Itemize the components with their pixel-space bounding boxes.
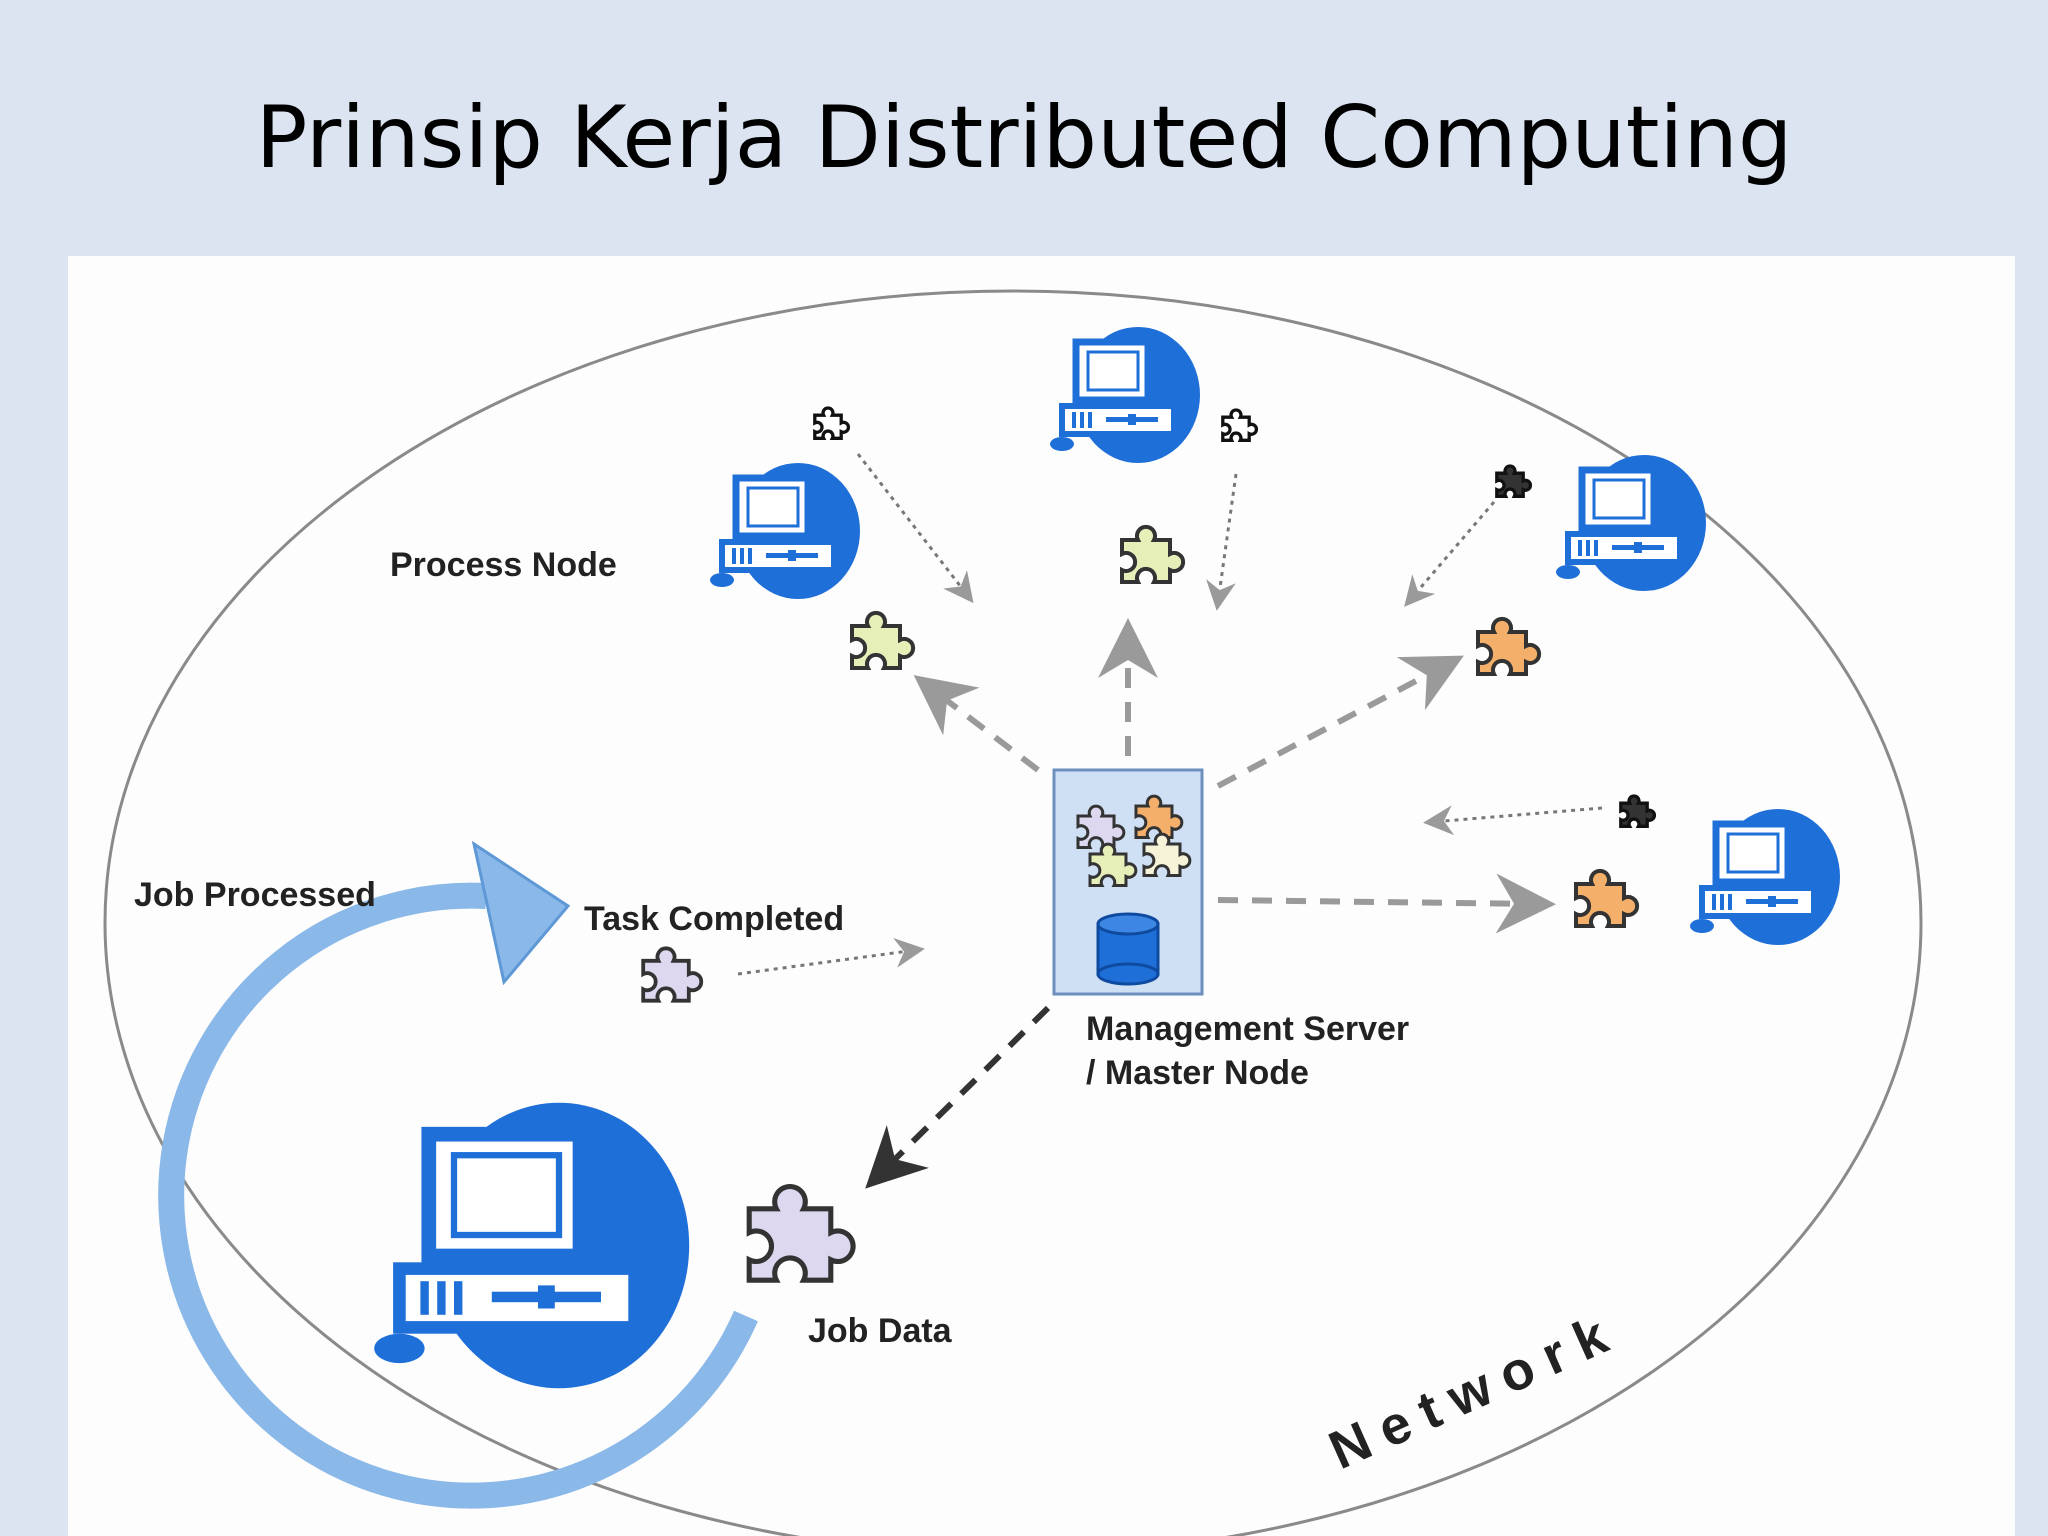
cycle-arrow-icon [158, 840, 758, 1509]
job-data-label: Job Data [808, 1312, 953, 1350]
puzzle-piece-icon [813, 406, 851, 440]
job-data-arrow [865, 1005, 1051, 1189]
computer-icon [1690, 809, 1840, 945]
puzzle-piece-icon [1476, 616, 1542, 676]
computer-icon [710, 463, 860, 599]
network-boundary [103, 289, 1923, 1536]
job-data-puzzle-icon [749, 1186, 853, 1280]
network-label: Network [1320, 1300, 1629, 1481]
distributed-computing-diagram: Process Node Job Processed Task Complete… [68, 256, 2015, 1536]
slide-title: Prinsip Kerja Distributed Computing [255, 88, 1793, 188]
process-node-label: Process Node [390, 546, 617, 584]
master-node-label: / Master Node [1086, 1054, 1309, 1092]
task-distribution-arrows [913, 618, 1556, 934]
management-server-label: Management Server [1086, 1010, 1409, 1048]
puzzle-piece-icon [1221, 408, 1259, 442]
result-return-arrows [737, 453, 1603, 976]
puzzle-piece-icon [1120, 524, 1186, 584]
puzzle-piece-icon [641, 946, 704, 1003]
puzzle-piece-icon [1619, 794, 1657, 828]
job-processed-label: Job Processed [134, 876, 376, 914]
computer-icon [1556, 455, 1706, 591]
puzzle-piece-icon [1495, 464, 1533, 498]
puzzle-piece-icon [850, 610, 916, 670]
computer-icon [1050, 327, 1200, 463]
database-icon [1096, 912, 1160, 986]
task-completed-label: Task Completed [584, 900, 844, 938]
management-server-box [1052, 768, 1204, 996]
client-computer-icon [374, 1103, 689, 1389]
puzzle-piece-icon [1574, 868, 1640, 928]
